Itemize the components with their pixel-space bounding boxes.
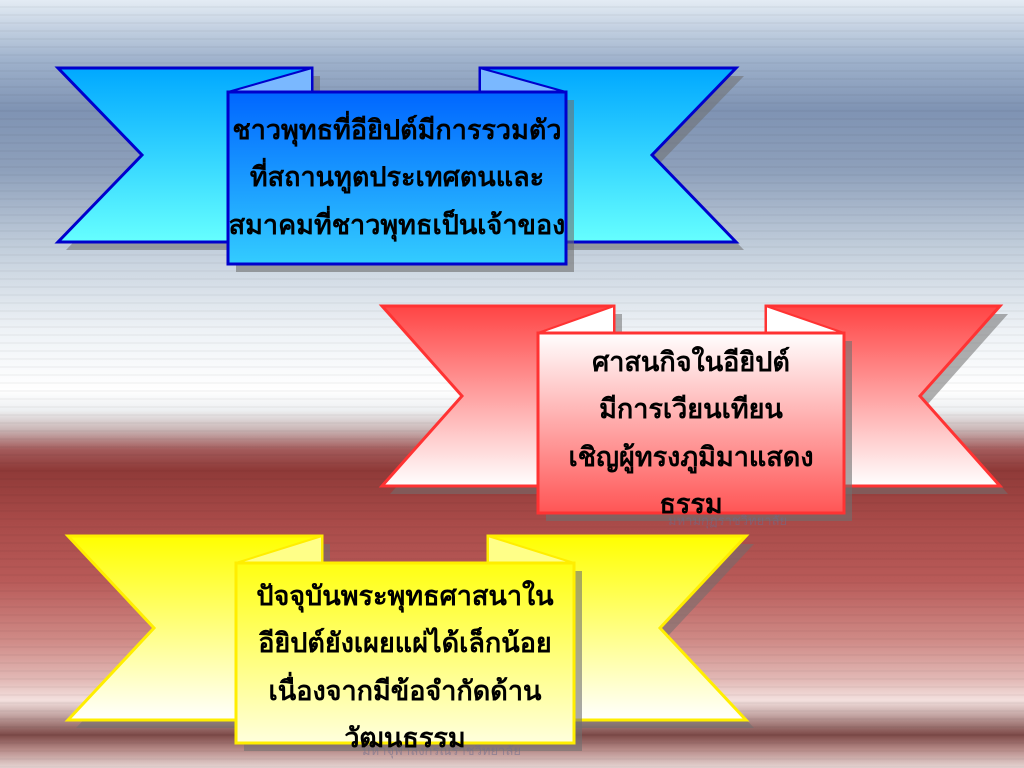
red-banner-line-3: เชิญผู้ทรงภูมิมาแสดง (568, 441, 814, 473)
yellow-banner-line-1: ปัจจุบันพระพุทธศาสนาใน (256, 581, 554, 612)
yellow-banner-line-4: วัฒนธรรม (344, 722, 466, 754)
blue-banner-line-3: สมาคมที่ชาวพุทธเป็นเจ้าของ (228, 209, 566, 241)
blue-banner-text: ชาวพุทธที่อียิปต์มีการรวมตัว ที่สถานทูตป… (228, 92, 566, 264)
watermark-2: มหาจุฬาลงกรณราชวิทยาลัย (362, 744, 521, 759)
red-banner-line-4: ธรรม (659, 488, 723, 520)
yellow-banner-line-2: อียิปต์ยังเผยแผ่ได้เล็กน้อย (258, 628, 552, 660)
blue-banner-line-2: ที่สถานทูตประเทศตนและ (249, 162, 545, 194)
yellow-banner-text: ปัจจุบันพระพุทธศาสนาใน อียิปต์ยังเผยแผ่ไ… (236, 563, 574, 754)
red-banner-line-1: ศาสนกิจในอียิปต์ (592, 347, 790, 378)
yellow-ribbon (64, 534, 754, 751)
red-ribbon (378, 304, 1008, 521)
yellow-banner-line-3: เนื่องจากมีข้อจำกัดด้าน (268, 675, 542, 707)
red-banner-text: ศาสนกิจในอียิปต์ มีการเวียนเทียน เชิญผู้… (538, 333, 844, 520)
red-banner-line-2: มีการเวียนเทียน (599, 394, 783, 426)
blue-banner-line-1: ชาวพุทธที่อียิปต์มีการรวมตัว (232, 115, 562, 147)
blue-ribbon (54, 66, 744, 272)
watermark-1: มหามกุฏราชวิทยาลัย (668, 514, 788, 529)
